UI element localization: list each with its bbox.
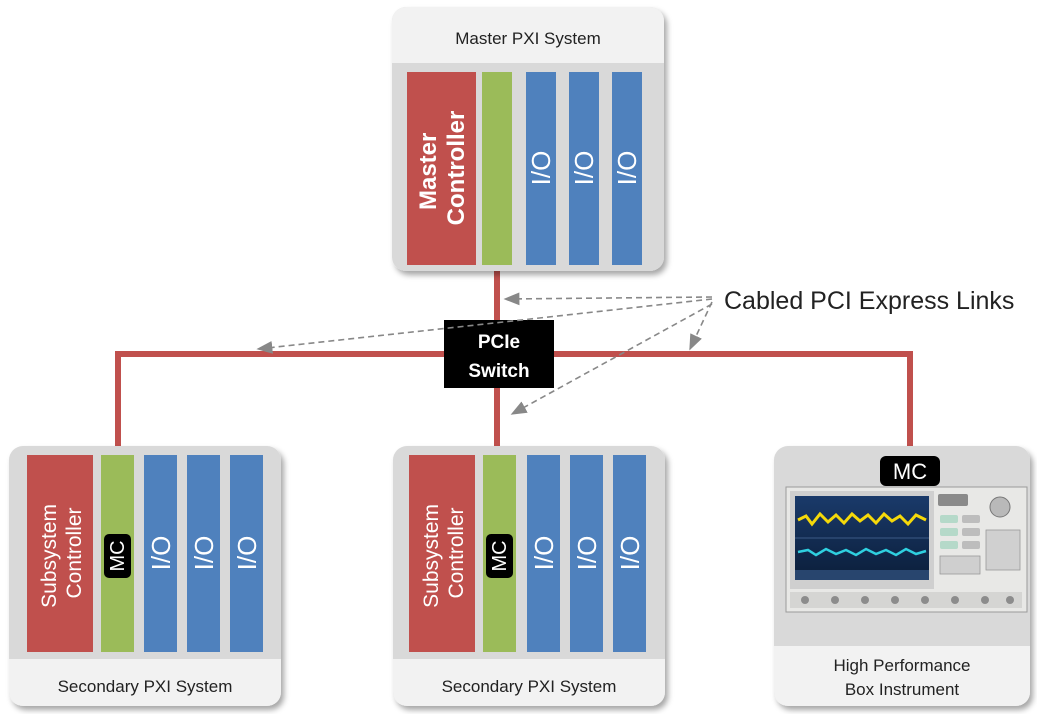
middle-controller-line1: Subsystem: [420, 504, 443, 608]
mc-badge: [486, 534, 513, 578]
switch-line2: Switch: [468, 361, 529, 382]
middle-io-label-2: I/O: [572, 536, 602, 571]
master-pxi-system: Master PXI System Master Controller I/O …: [392, 7, 664, 271]
left-controller-line2: Controller: [63, 507, 86, 598]
master-io-slot-1: [526, 72, 556, 265]
mc-badge: [104, 534, 131, 578]
switch-line1: PCIe: [478, 332, 520, 353]
io-slot-2: [187, 455, 220, 652]
left-io-label-3: I/O: [232, 536, 262, 571]
subsystem-controller-slot: [409, 455, 475, 652]
middle-io-label-3: I/O: [615, 536, 645, 571]
pcie-cable-links: [115, 265, 913, 460]
svg-text:Subsystem Controller: Subsystem Controller: [420, 498, 468, 608]
link-callout-arrows: [256, 292, 713, 415]
left-io-label-2: I/O: [189, 536, 219, 571]
oscilloscope-icon: [785, 486, 1028, 613]
subsystem-controller-slot: [27, 455, 93, 652]
svg-text:Master Controller: Master Controller: [415, 111, 470, 226]
link-right: [553, 351, 913, 460]
middle-io-label-1: I/O: [529, 536, 559, 571]
master-title: Master PXI System: [455, 29, 600, 48]
pcie-switch: PCIe Switch: [444, 320, 554, 388]
secondary-pxi-system-left: Secondary PXI System Subsystem Controlle…: [9, 446, 281, 706]
io-slot-3: [230, 455, 263, 652]
master-controller-slot: [407, 72, 476, 265]
secondary-middle-title: Secondary PXI System: [442, 677, 617, 696]
io-slot-2: [570, 455, 603, 652]
master-io-slot-3: [612, 72, 642, 265]
mc-badge: [880, 456, 940, 486]
svg-text:Subsystem Controller: Subsystem Controller: [38, 498, 86, 608]
io-slot-1: [527, 455, 560, 652]
master-io-slot-2: [569, 72, 599, 265]
io-slot-3: [613, 455, 646, 652]
secondary-pxi-system-middle: Secondary PXI System Subsystem Controlle…: [393, 446, 665, 706]
box-mc-label: MC: [893, 459, 927, 484]
high-performance-box-instrument: High Performance Box Instrument MC: [774, 446, 1030, 706]
master-mc-slot: [482, 72, 512, 265]
master-io-label-2: I/O: [569, 151, 599, 186]
middle-mc-label: MC: [489, 540, 511, 571]
box-title-line1: High Performance: [833, 656, 970, 675]
master-controller-line1: Master: [415, 133, 442, 210]
box-title-line2: Box Instrument: [845, 680, 960, 699]
left-io-label-1: I/O: [146, 536, 176, 571]
secondary-left-title: Secondary PXI System: [58, 677, 233, 696]
left-controller-line1: Subsystem: [38, 504, 61, 608]
link-left: [115, 351, 445, 458]
master-io-label-1: I/O: [526, 151, 556, 186]
io-slot-1: [144, 455, 177, 652]
middle-controller-line2: Controller: [445, 507, 468, 598]
left-mc-label: MC: [107, 540, 129, 571]
master-controller-line2: Controller: [443, 111, 470, 226]
master-io-label-3: I/O: [612, 151, 642, 186]
cabled-links-label: Cabled PCI Express Links: [724, 287, 1014, 315]
